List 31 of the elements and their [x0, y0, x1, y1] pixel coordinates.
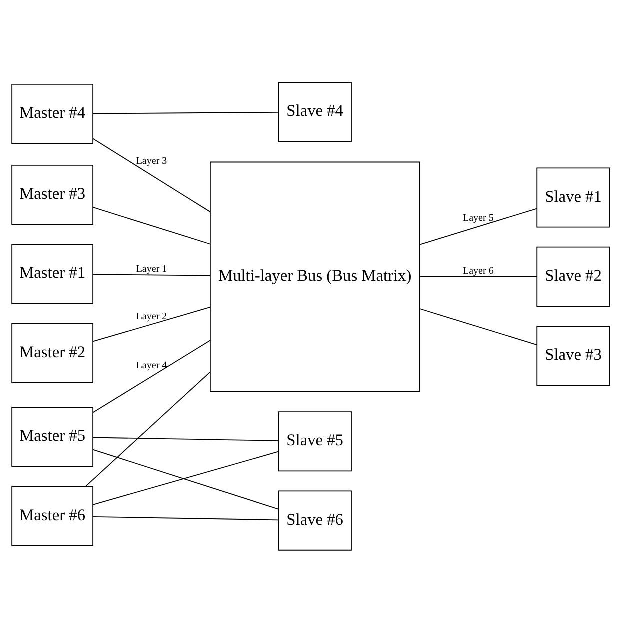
node-box: Slave #3 [536, 326, 610, 386]
node-box: Master #5 [12, 407, 94, 468]
node-box: Master #1 [12, 244, 94, 304]
edge-label: Layer 4 [136, 360, 168, 372]
edge-label: Layer 5 [463, 213, 494, 224]
connector [92, 306, 211, 342]
connector [92, 274, 211, 276]
connector [92, 112, 279, 114]
connector [85, 372, 211, 488]
connector [92, 340, 211, 414]
connector [92, 138, 211, 212]
node-box: Slave #4 [278, 82, 352, 142]
node-box: Slave #2 [536, 246, 610, 307]
edge-label: Layer 2 [136, 312, 168, 323]
connector [92, 207, 211, 245]
node-box: Master #4 [12, 84, 94, 144]
edge-label: Layer 6 [463, 266, 494, 278]
node-box: Master #3 [12, 164, 94, 226]
node-box: Slave #6 [278, 490, 352, 551]
connector [420, 208, 538, 246]
edge-label: Layer 3 [136, 156, 168, 167]
edge-label: Layer 1 [136, 264, 168, 276]
node-box: Multi-layer Bus (Bus Matrix) [210, 162, 420, 392]
node-box: Slave #5 [278, 412, 352, 472]
connector [92, 516, 279, 521]
node-box: Master #2 [12, 323, 94, 384]
connector [420, 276, 538, 278]
node-box: Master #6 [12, 486, 94, 546]
connector [92, 437, 279, 442]
connector [420, 308, 538, 346]
node-box: Slave #1 [536, 168, 610, 228]
